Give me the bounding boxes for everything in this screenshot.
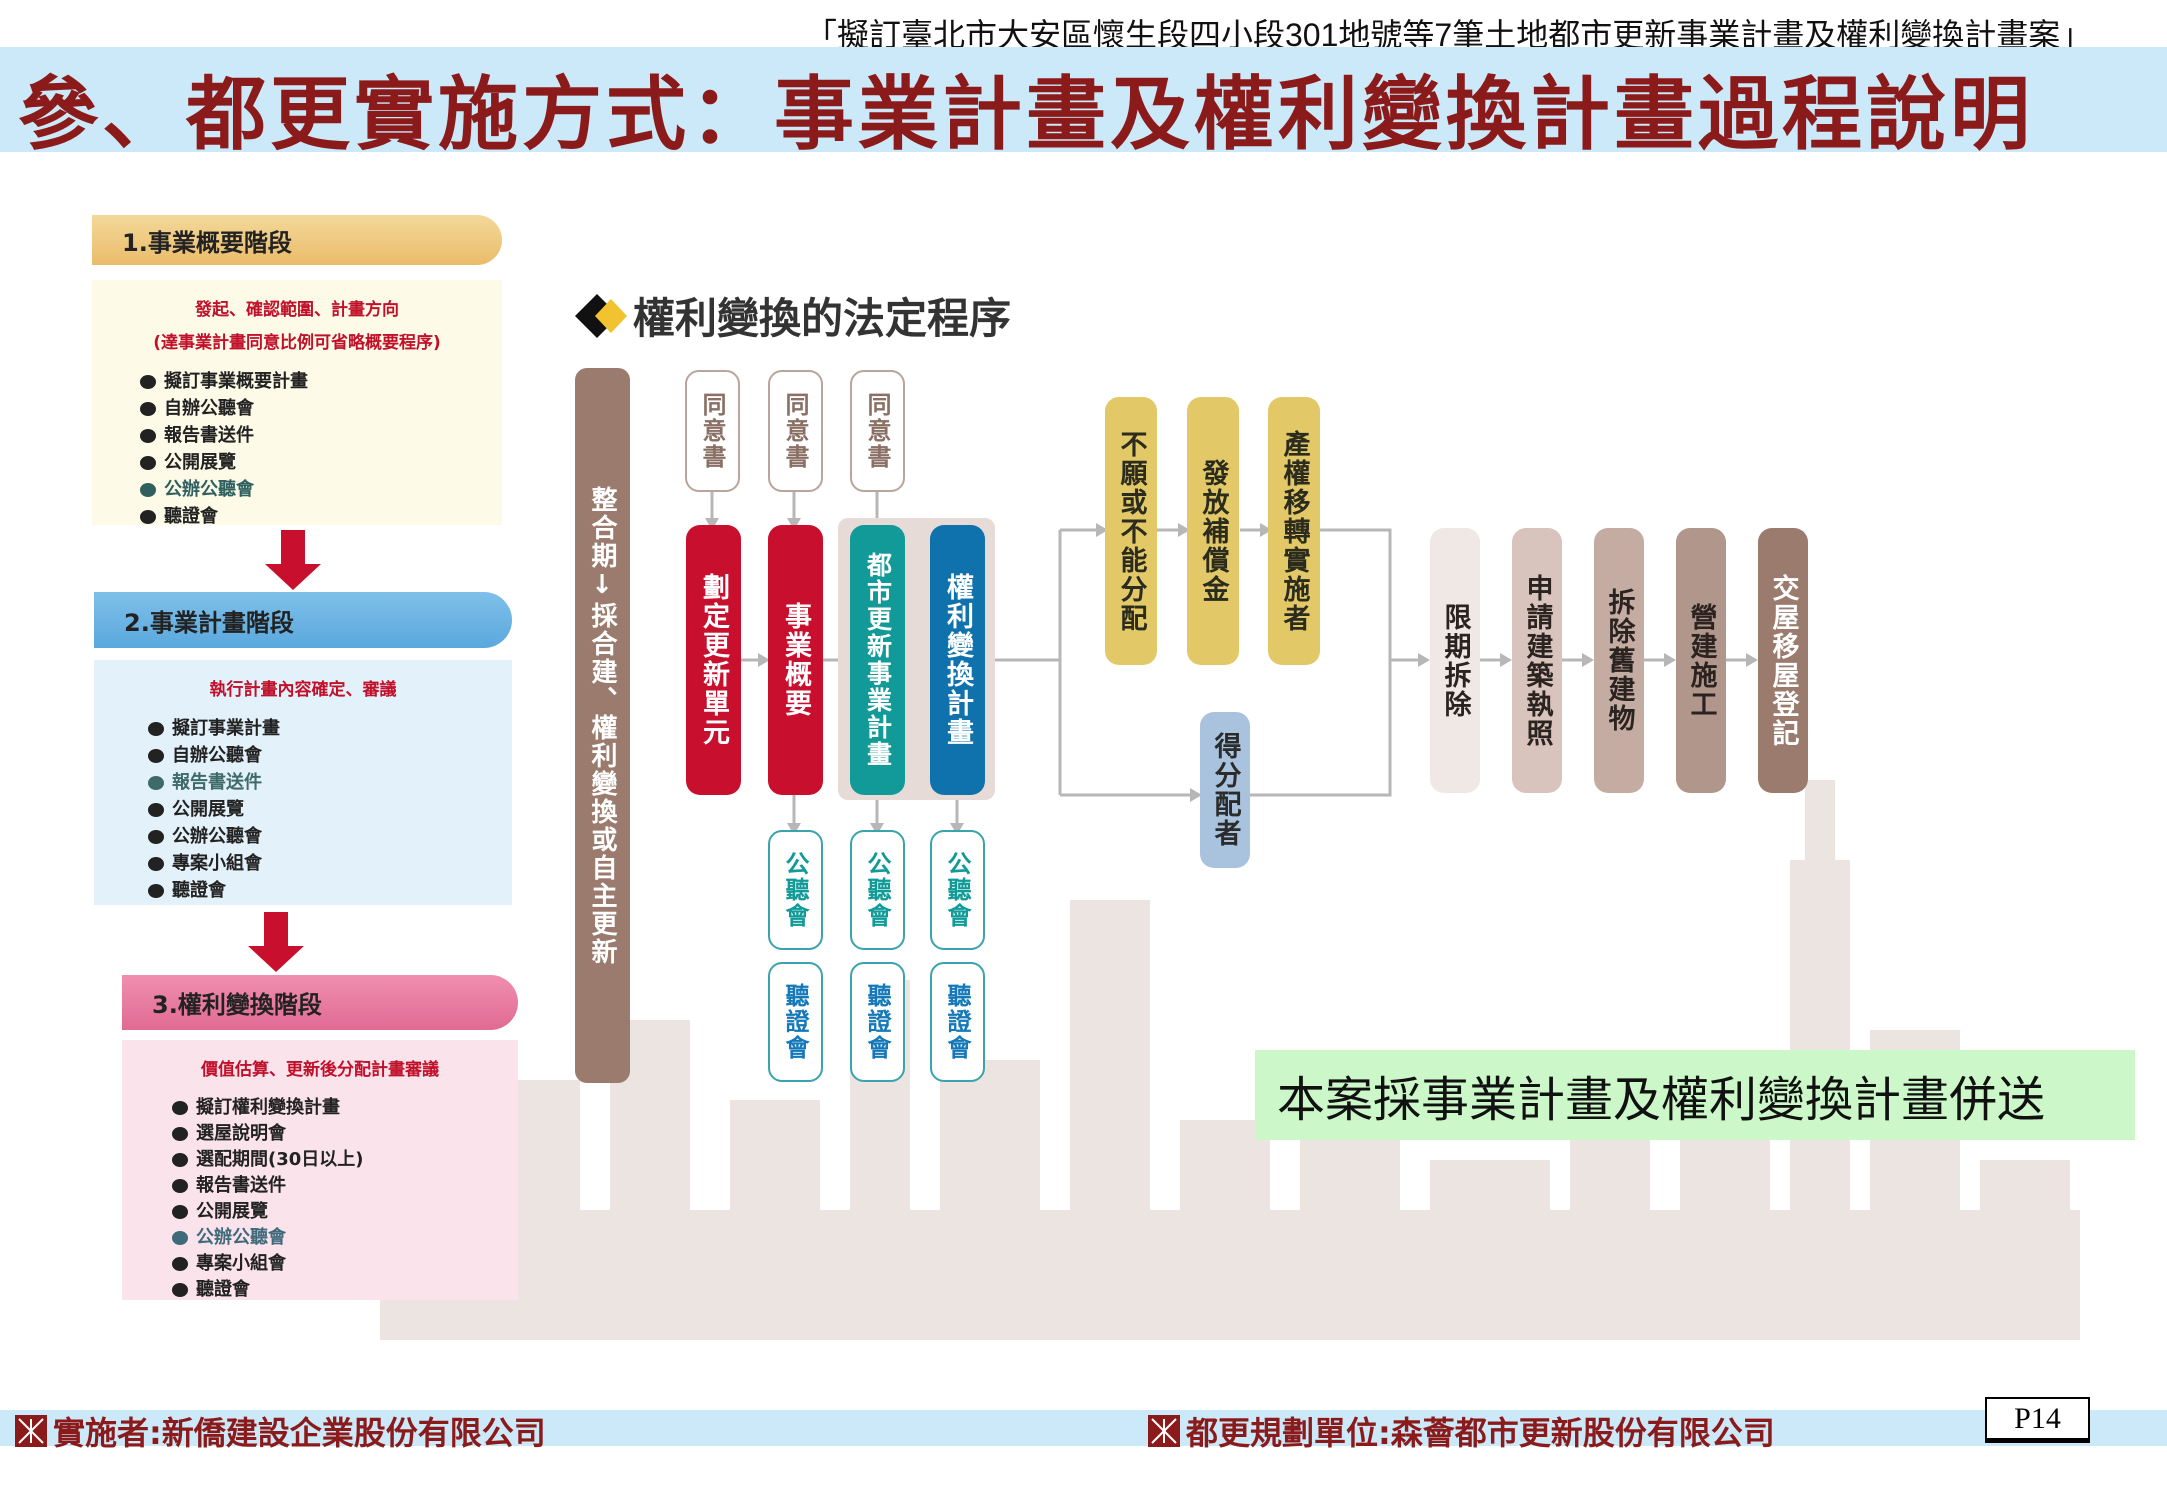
bullet-icon — [148, 775, 164, 790]
bullet-icon — [172, 1205, 188, 1219]
bullet-icon — [148, 883, 164, 898]
bullet-icon — [140, 482, 156, 497]
list-item: 聽證會 — [172, 1277, 518, 1303]
step-issue-compensation: 發放補償金 — [1187, 397, 1239, 665]
bullet-icon — [140, 428, 156, 443]
stage-1-body: 發起、確認範圍、計畫方向 (達事業計畫同意比例可省略概要程序) 擬訂事業概要計畫… — [92, 280, 502, 527]
step-building-permit: 申請建築執照 — [1512, 528, 1562, 793]
stage-3-note: 價值估算、更新後分配計畫審議 — [201, 1060, 439, 1080]
stage-3-title: 3.權利變換階段 — [152, 991, 322, 1019]
bullet-icon — [140, 455, 156, 470]
list-item: 公辦公聽會 — [172, 1225, 518, 1251]
submission-note: 本案採事業計畫及權利變換計畫併送 — [1255, 1050, 2135, 1140]
list-item: 自辦公聽會 — [148, 742, 512, 769]
bullet-icon — [172, 1257, 188, 1271]
stage-1-note: (達事業計畫同意比例可省略概要程序) — [153, 333, 441, 353]
page-title: 參、都更實施方式：事業計畫及權利變換計畫過程說明 — [18, 68, 2034, 161]
bullet-icon — [172, 1127, 188, 1141]
hearing-box: 聽證會 — [768, 962, 823, 1082]
consent-box: 同意書 — [850, 370, 905, 492]
hearing-box: 聽證會 — [930, 962, 985, 1082]
step-business-outline: 事業概要 — [768, 525, 823, 795]
stage-1-note: 發起、確認範圍、計畫方向 — [195, 300, 399, 320]
list-item: 公辦公聽會 — [140, 476, 502, 503]
stage-3-header: 3.權利變換階段 — [122, 975, 518, 1030]
list-item: 擬訂事業概要計畫 — [140, 368, 502, 395]
step-eligible-allottee: 得分配者 — [1200, 712, 1250, 868]
list-item: 自辦公聽會 — [140, 395, 502, 422]
logo-icon — [1148, 1415, 1180, 1447]
stage-1-title: 1.事業概要階段 — [122, 228, 292, 257]
bullet-icon — [172, 1231, 188, 1245]
page-number: P14 — [1985, 1397, 2090, 1443]
list-item: 公辦公聽會 — [148, 823, 512, 850]
step-demolition-deadline: 限期拆除 — [1430, 528, 1480, 793]
list-item: 擬訂事業計畫 — [148, 715, 512, 742]
step-title-transfer: 產權移轉實施者 — [1268, 397, 1320, 665]
stage-2-body: 執行計畫內容確定、審議 擬訂事業計畫 自辦公聽會 報告書送件 公開展覽 公辦公聽… — [94, 660, 512, 905]
footer-implementer: 實施者:新僑建設企業股份有限公司 — [15, 1408, 546, 1454]
footer-band — [0, 1410, 2167, 1446]
bullet-icon — [140, 374, 156, 389]
list-item: 報告書送件 — [148, 769, 512, 796]
step-construction: 營建施工 — [1676, 528, 1726, 793]
step-designate-unit: 劃定更新單元 — [686, 525, 741, 795]
list-item: 聽證會 — [148, 877, 512, 904]
diagram-title: 權利變換的法定程序 — [575, 285, 1011, 346]
bullet-icon — [148, 856, 164, 871]
stage-2-header: 2.事業計畫階段 — [94, 592, 512, 648]
down-arrow-icon — [265, 530, 321, 590]
header-band — [0, 47, 2167, 152]
consent-box: 同意書 — [685, 370, 740, 492]
bullet-icon — [172, 1283, 188, 1297]
bullet-icon — [172, 1153, 188, 1167]
bullet-icon — [148, 748, 164, 763]
list-item: 專案小組會 — [172, 1251, 518, 1277]
stage-2-note: 執行計畫內容確定、審議 — [209, 680, 397, 700]
list-item: 報告書送件 — [140, 422, 502, 449]
public-hearing-box: 公聽會 — [768, 830, 823, 950]
list-item: 公開展覽 — [148, 796, 512, 823]
list-item: 擬訂權利變換計畫 — [172, 1095, 518, 1121]
diamond-icon — [575, 293, 627, 338]
list-item: 選屋說明會 — [172, 1121, 518, 1147]
public-hearing-box: 公聽會 — [930, 830, 985, 950]
step-demolish-old-building: 拆除舊建物 — [1594, 528, 1644, 793]
hearing-box: 聽證會 — [850, 962, 905, 1082]
bullet-icon — [172, 1101, 188, 1115]
bullet-icon — [172, 1179, 188, 1193]
list-item: 公開展覽 — [140, 449, 502, 476]
step-unwilling-to-allocate: 不願或不能分配 — [1105, 397, 1157, 665]
bullet-icon — [148, 829, 164, 844]
step-urban-renewal-plan: 都市更新事業計畫 — [850, 525, 905, 795]
step-handover-registration: 交屋移屋登記 — [1758, 528, 1808, 793]
stage-2-title: 2.事業計畫階段 — [124, 608, 294, 637]
public-hearing-box: 公聽會 — [850, 830, 905, 950]
bullet-icon — [148, 802, 164, 817]
bullet-icon — [140, 401, 156, 416]
footer-planner: 都更規劃單位:森薈都市更新股份有限公司 — [1148, 1408, 1775, 1454]
list-item: 聽證會 — [140, 503, 502, 530]
stage-3-body: 價值估算、更新後分配計畫審議 擬訂權利變換計畫 選屋說明會 選配期間(30日以上… — [122, 1040, 518, 1300]
list-item: 選配期間(30日以上) — [172, 1147, 518, 1173]
bullet-icon — [140, 509, 156, 524]
consent-box: 同意書 — [768, 370, 823, 492]
down-arrow-icon — [248, 912, 304, 972]
list-item: 專案小組會 — [148, 850, 512, 877]
bullet-icon — [148, 721, 164, 736]
stage-1-header: 1.事業概要階段 — [92, 215, 502, 265]
flow-connectors — [705, 492, 1758, 835]
integration-period-bar: 整合期↓採合建、權利變換或自主更新 — [575, 368, 630, 1083]
logo-icon — [15, 1415, 47, 1447]
step-rights-transformation-plan: 權利變換計畫 — [930, 525, 985, 795]
list-item: 公開展覽 — [172, 1199, 518, 1225]
list-item: 報告書送件 — [172, 1173, 518, 1199]
